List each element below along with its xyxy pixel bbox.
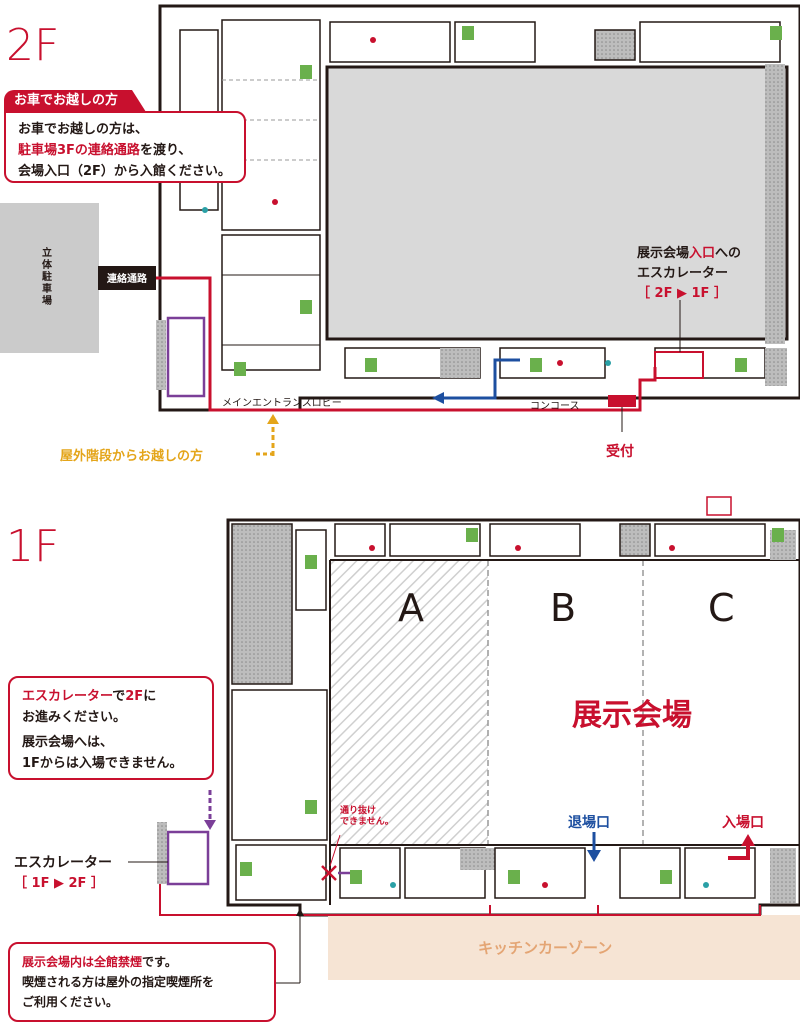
escalator-2f-line1-pre: 展示会場 xyxy=(637,246,690,261)
no-pass-line2: できません。 xyxy=(340,817,394,827)
escalator-1f xyxy=(166,830,210,886)
escalator-2f-line1: 展示会場入口への xyxy=(637,244,741,264)
wc-icons-1f xyxy=(240,528,784,888)
parking-bridge-text: 駐車場3Fの連絡通路 xyxy=(18,143,140,158)
concourse-label: コンコース xyxy=(530,401,580,412)
car-callout-line3: 会場入口（2F）から入館ください。 xyxy=(18,164,231,179)
entrance-label: 入場口 xyxy=(722,815,764,831)
smoking-line1: 展示会場内は全館禁煙です。 xyxy=(22,952,262,972)
hall-a-label: A xyxy=(398,586,424,630)
car-callout: お車でお越しの方は、 駐車場3Fの連絡通路を渡り、 会場入口（2F）から入館くだ… xyxy=(4,111,246,183)
escalator-2f-callout: 展示会場入口への エスカレーター ［ 2F ▶ 1F ］ xyxy=(637,244,741,304)
bridge-label: 連絡通路 xyxy=(107,274,147,285)
floor-label-1f: 1F xyxy=(6,521,60,572)
escalator-2f-left xyxy=(166,316,206,398)
escalator-1f-callout: エスカレーターで2Fに お進みください。 展示会場へは、 1Fからは入場できませ… xyxy=(8,676,214,780)
reception-marker xyxy=(608,395,636,407)
smoking-line1-post: です。 xyxy=(142,955,177,969)
escalator-1f-line1: エスカレーターで2Fに xyxy=(22,686,200,707)
hall-c-label: C xyxy=(708,586,735,630)
hall-void-2f xyxy=(325,65,789,341)
floor-label-2f: 2F xyxy=(6,20,60,71)
escalator-2f-line2: エスカレーター xyxy=(637,266,729,281)
escalator-2f-entrance: 入口 xyxy=(689,246,716,261)
wc-icons-2f xyxy=(202,26,782,376)
hall-b-label: B xyxy=(550,586,577,630)
escalator-1f-line3: 展示会場へは、 xyxy=(22,735,114,750)
route-1f-red xyxy=(159,884,761,916)
escalator-1f-line2: お進みください。 xyxy=(22,710,127,725)
no-pass-line1: 通り抜け xyxy=(340,806,377,816)
bridge-bar xyxy=(98,266,156,290)
building-2f-outline xyxy=(0,4,800,412)
escalator-1f-line4: 1Fからは入場できません。 xyxy=(22,756,183,771)
escalator-2f-line3: ［ 2F ▶ 1F ］ xyxy=(637,286,727,301)
parking-label: 立体駐車場 xyxy=(42,248,52,307)
smoking-line2: 喫煙される方は屋外の指定喫煙所を xyxy=(22,975,215,989)
no-pass-note: 通り抜け できません。 xyxy=(340,806,394,828)
escalator-1f-direction: ［ 1F ▶ 2F ］ xyxy=(14,876,104,891)
route-2f-blue xyxy=(440,358,520,400)
no-smoking-text: 展示会場内は全館禁煙 xyxy=(22,955,143,969)
smoking-line3: ご利用ください。 xyxy=(22,995,119,1009)
car-callout-line2: 駐車場3Fの連絡通路を渡り、 xyxy=(18,140,232,161)
smoking-area-box xyxy=(706,496,732,516)
car-callout-tab: お車でお越しの方 xyxy=(4,90,147,112)
outdoor-stairs-label: 屋外階段からお越しの方 xyxy=(60,449,204,464)
escalator-1f-line1-mid: で xyxy=(112,689,126,704)
escalator-1f-word: エスカレーター xyxy=(22,689,113,704)
main-lobby-label: メインエントランスロビー xyxy=(222,398,342,409)
car-callout-line1: お車でお越しの方は、 xyxy=(18,122,149,137)
smoking-callout: 展示会場内は全館禁煙です。 喫煙される方は屋外の指定喫煙所を ご利用ください。 xyxy=(8,942,276,1022)
escalator-1f-label: エスカレーター xyxy=(14,855,112,871)
kitchen-car-zone xyxy=(328,915,800,980)
exit-label: 退場口 xyxy=(568,815,610,831)
building-1f-outline xyxy=(157,496,800,917)
escalator-1f-floor: 2F xyxy=(125,689,144,704)
route-2f-red xyxy=(156,276,657,412)
escalator-1f-line1-post: に xyxy=(143,689,157,704)
car-callout-line2-rest: を渡り、 xyxy=(139,143,192,158)
escalator-2f-highlight xyxy=(654,351,704,379)
kitchen-zone-label: キッチンカーゾーン xyxy=(478,939,613,957)
hall-a-area xyxy=(330,560,488,845)
hall-name: 展示会場 xyxy=(572,698,692,733)
escalator-2f-line1-post: への xyxy=(715,246,742,261)
parking-structure xyxy=(0,203,99,353)
reception-label: 受付 xyxy=(606,444,634,460)
